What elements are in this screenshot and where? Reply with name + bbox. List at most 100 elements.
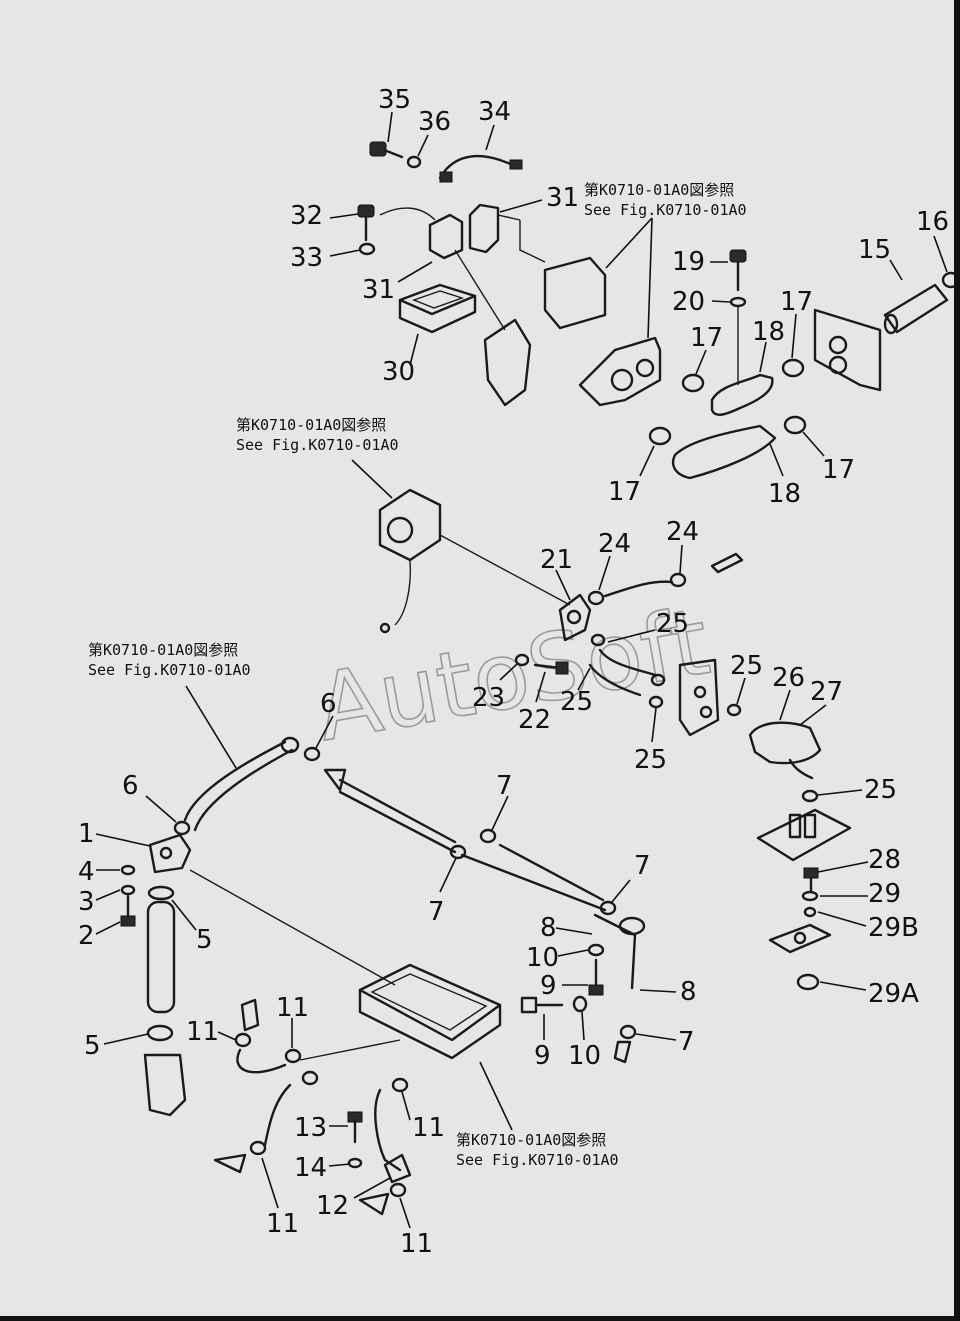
part-label: 17 xyxy=(780,287,813,317)
hose-25-set xyxy=(588,633,666,709)
part-label: 11 xyxy=(400,1229,433,1259)
part-label: 24 xyxy=(666,517,699,547)
ref-jp: 第K0710-01A0図参照 xyxy=(584,181,734,199)
heater-cover xyxy=(543,256,607,330)
ref-jp: 第K0710-01A0図参照 xyxy=(88,641,238,659)
part-label: 11 xyxy=(186,1017,219,1047)
washer-29b xyxy=(803,906,817,918)
hose-upper-middle xyxy=(603,580,674,598)
part-labels: 35 36 34 31 32 33 31 30 19 16 15 20 17 1… xyxy=(78,85,949,1259)
washer-3 xyxy=(120,884,136,896)
part-label: 31 xyxy=(546,183,579,213)
clip-24-b xyxy=(669,572,687,588)
pipe-15 xyxy=(883,283,949,335)
switch-box-31-upper xyxy=(468,203,546,263)
washer-23 xyxy=(514,653,530,667)
ref-left: 第K0710-01A0図参照 See Fig.K0710-01A0 xyxy=(88,641,251,679)
tube-upper-left xyxy=(183,736,300,832)
part-label: 21 xyxy=(540,545,573,575)
part-label: 25 xyxy=(656,609,689,639)
part-label: 6 xyxy=(122,771,139,801)
clip-7-d xyxy=(619,1024,637,1040)
part-label: 11 xyxy=(412,1113,445,1143)
bracket-lower xyxy=(454,249,532,407)
bolt-9-a xyxy=(588,958,604,996)
heater-unit xyxy=(578,336,662,407)
bolt-32 xyxy=(357,204,375,242)
long-pipe-a xyxy=(338,778,457,854)
hose-18-upper xyxy=(710,373,774,416)
clip-6-a xyxy=(303,746,321,762)
part-label: 23 xyxy=(472,683,505,713)
ref-en: See Fig.K0710-01A0 xyxy=(456,1151,619,1169)
part-label: 2 xyxy=(78,921,95,951)
part-label: 36 xyxy=(418,107,451,137)
washer-10-a xyxy=(587,943,605,957)
part-label: 18 xyxy=(752,317,785,347)
bolt-28 xyxy=(803,867,819,894)
part-label: 13 xyxy=(294,1113,327,1143)
part-label: 6 xyxy=(320,689,337,719)
part-label: 17 xyxy=(608,477,641,507)
ref-en: See Fig.K0710-01A0 xyxy=(88,661,251,679)
ref-middle: 第K0710-01A0図参照 See Fig.K0710-01A0 xyxy=(236,416,399,454)
bolt-2 xyxy=(120,894,136,927)
bolt-22 xyxy=(533,661,569,675)
part-label: 12 xyxy=(316,1191,349,1221)
part-label: 19 xyxy=(672,247,705,277)
part-label: 7 xyxy=(634,851,651,881)
part-label: 17 xyxy=(822,455,855,485)
nozzle-bottom xyxy=(358,1192,390,1216)
panel-plate xyxy=(813,308,882,392)
nozzle-7 xyxy=(613,1040,632,1064)
clip-7-c xyxy=(599,900,617,916)
part-label: 8 xyxy=(540,913,557,943)
washer-tank-1 xyxy=(148,833,192,874)
hose-11-set xyxy=(234,998,409,1198)
clamp-17-c xyxy=(648,426,672,446)
part-label: 30 xyxy=(382,357,415,387)
bottom-border xyxy=(0,1316,960,1321)
part-label: 11 xyxy=(266,1209,299,1239)
clip-24-a xyxy=(587,590,605,606)
reservoir-tray xyxy=(299,963,502,1061)
clamp-17-a xyxy=(681,373,705,393)
part-label: 20 xyxy=(672,287,705,317)
washer-29 xyxy=(801,890,819,902)
part-label: 7 xyxy=(496,771,513,801)
long-pipe-b xyxy=(460,843,607,912)
bolt-9-b xyxy=(520,996,564,1014)
ref-jp: 第K0710-01A0図参照 xyxy=(456,1131,606,1149)
part-label: 26 xyxy=(772,663,805,693)
part-label: 27 xyxy=(810,677,843,707)
ref-en: See Fig.K0710-01A0 xyxy=(584,201,747,219)
part-label: 9 xyxy=(540,971,557,1001)
part-label: 5 xyxy=(196,925,213,955)
part-label: 1 xyxy=(78,819,95,849)
part-label: 29B xyxy=(868,913,919,943)
wire-harness-34 xyxy=(438,154,523,183)
bolt-13 xyxy=(347,1111,363,1144)
washer-20 xyxy=(729,296,747,308)
hose-18-lower xyxy=(671,424,777,480)
link-8 xyxy=(593,913,646,990)
valve-26-27 xyxy=(726,703,822,780)
part-label: 14 xyxy=(294,1153,327,1183)
part-label: 22 xyxy=(518,705,551,735)
washer-14 xyxy=(347,1157,363,1169)
washer-36 xyxy=(406,155,422,169)
washer-10-b xyxy=(572,995,588,1013)
leader-lines xyxy=(95,111,948,1229)
bracket-12 xyxy=(383,1153,412,1184)
part-label: 33 xyxy=(290,243,323,273)
part-label: 29A xyxy=(868,979,919,1009)
ref-en: See Fig.K0710-01A0 xyxy=(236,436,399,454)
part-label: 29 xyxy=(868,879,901,909)
clip-7-a xyxy=(479,828,497,844)
part-label: 7 xyxy=(428,897,445,927)
part-label: 9 xyxy=(534,1041,551,1071)
part-label: 34 xyxy=(478,97,511,127)
part-label: 32 xyxy=(290,201,323,231)
pipe-5 xyxy=(146,885,176,1042)
